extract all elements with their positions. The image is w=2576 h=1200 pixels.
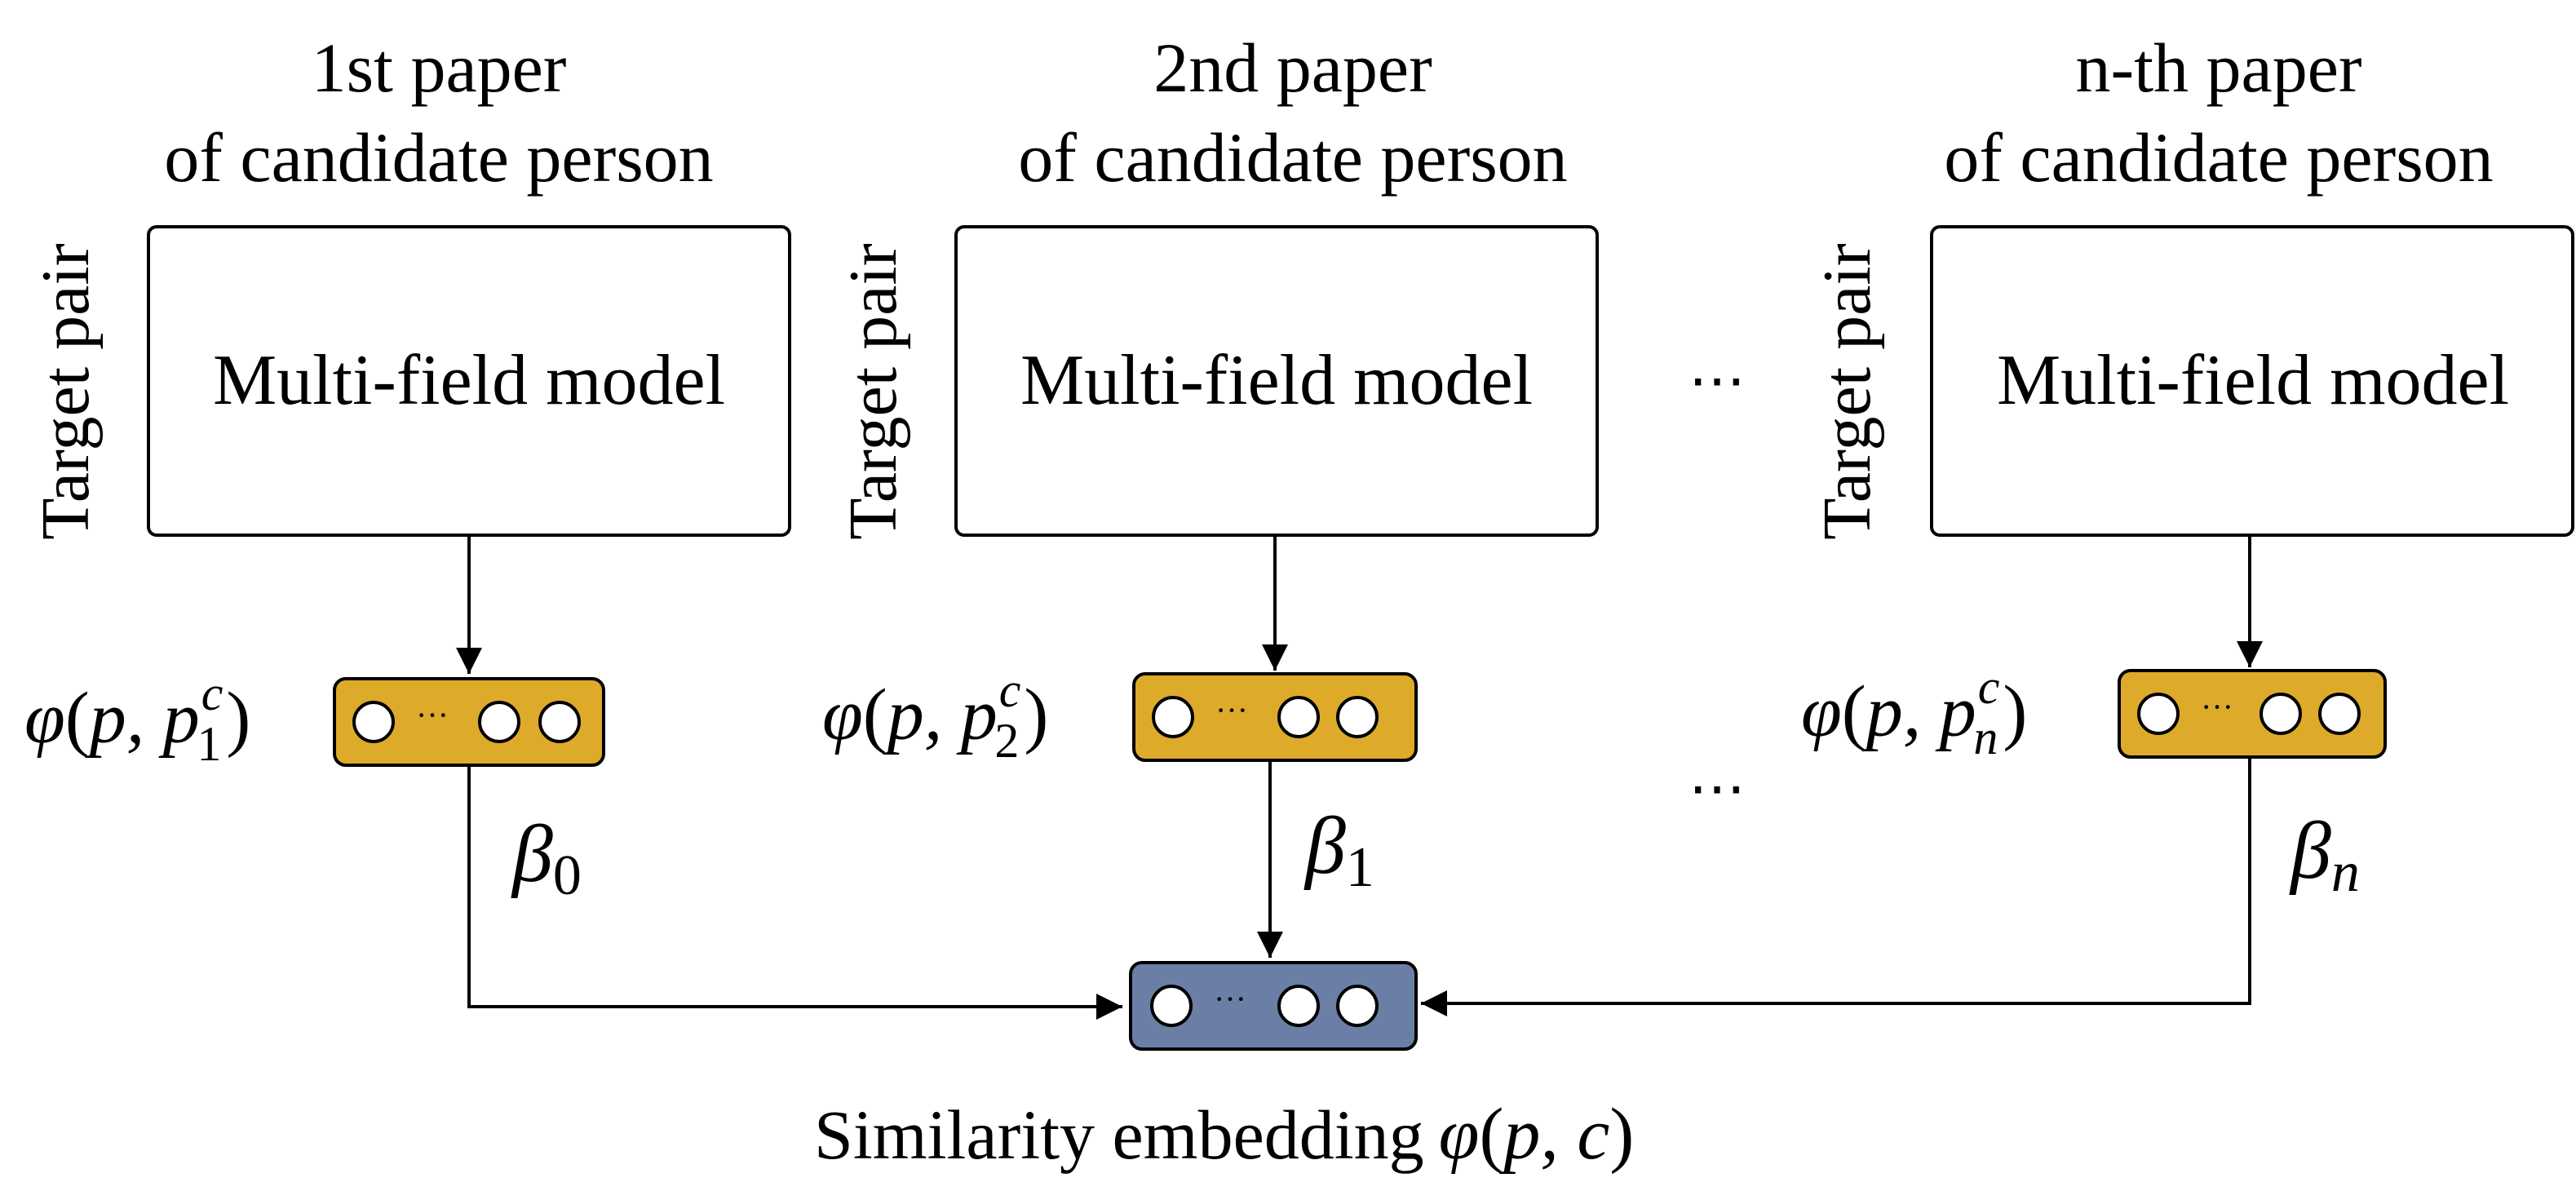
column-1-header-line1: 1st paper <box>312 29 567 107</box>
column-2-vector-node <box>1277 696 1320 738</box>
column-2-beta: β1 <box>1303 800 1374 899</box>
column-2-side-label: Target pair <box>835 243 911 539</box>
column-2-vector-node <box>1152 696 1194 738</box>
output-embedding-vector <box>1129 961 1418 1051</box>
column-3-model-box <box>1930 225 2574 537</box>
output-vector-dots: ··· <box>1214 981 1246 1017</box>
column-3-vector-node <box>2318 693 2361 735</box>
column-1: 1st paper of candidate person Target pai… <box>24 29 1122 1020</box>
column-3-embedding-vector <box>2118 669 2387 759</box>
ellipsis-model-row: ⋯ <box>1689 350 1746 413</box>
column-2-model-label: Multi-field model <box>1020 341 1533 420</box>
column-3: n-th paper of candidate person Target pa… <box>1421 29 2574 1016</box>
column-2-header-line1: 2nd paper <box>1153 29 1432 107</box>
column-1-header-line2: of candidate person <box>164 118 713 197</box>
column-3-model-label: Multi-field model <box>1997 341 2509 420</box>
column-1-vector-dots: ··· <box>416 697 449 733</box>
column-2-embedding-vector <box>1132 672 1418 762</box>
column-2: 2nd paper of candidate person Target pai… <box>822 29 1599 958</box>
column-2-vector-dots: ··· <box>1215 692 1248 728</box>
output-vector-node <box>1277 985 1320 1027</box>
output-vector-node <box>1336 985 1379 1027</box>
column-3-beta: βn <box>2289 805 2360 904</box>
column-3-side-label: Target pair <box>1809 243 1885 539</box>
output-vector-node <box>1150 985 1193 1027</box>
column-3-vector-dots: ··· <box>2201 689 2233 725</box>
column-1-vector-node <box>352 701 395 743</box>
column-3-header-line2: of candidate person <box>1944 118 2493 197</box>
ellipsis-embedding-row: ⋯ <box>1689 758 1746 821</box>
column-3-vector-node <box>2137 693 2180 735</box>
column-1-model-label: Multi-field model <box>213 341 725 420</box>
column-1-vector-node <box>478 701 520 743</box>
column-1-output-arrow <box>467 765 1122 1020</box>
column-3-output-arrow <box>1421 757 2251 1016</box>
column-3-vector-node <box>2260 693 2302 735</box>
column-2-header-line2: of candidate person <box>1018 118 1567 197</box>
column-1-vector-node <box>538 701 581 743</box>
column-1-beta: β0 <box>511 808 582 907</box>
column-2-vector-node <box>1336 696 1379 738</box>
column-3-header-line1: n-th paper <box>2075 29 2361 107</box>
column-1-side-label: Target pair <box>28 243 104 539</box>
